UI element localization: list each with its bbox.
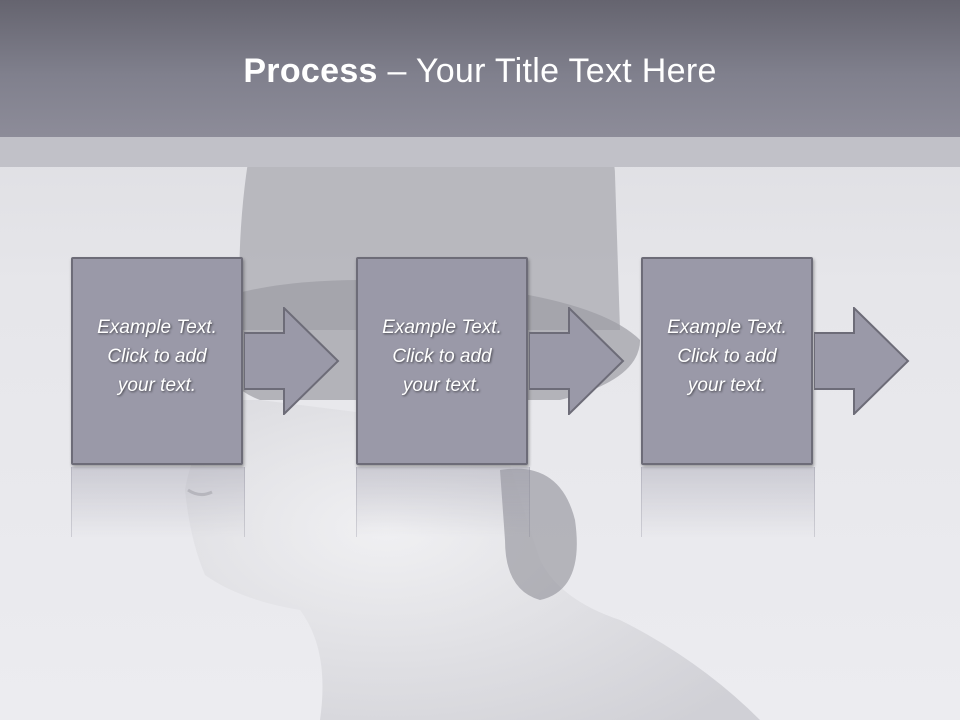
page-title[interactable]: Process – Your Title Text Here (0, 52, 960, 91)
process-step-2-box[interactable]: Example Text. Click to add your text. (356, 257, 528, 465)
process-arrow-1-icon (244, 307, 340, 415)
process-step-3-text[interactable]: Example Text. Click to add your text. (667, 317, 787, 396)
process-arrow-3-icon (814, 307, 910, 415)
process-step-1-text[interactable]: Example Text. Click to add your text. (97, 317, 217, 396)
title-rest-part: – Your Title Text Here (377, 52, 717, 90)
process-step-2-reflection (356, 467, 530, 537)
process-step-3-reflection (641, 467, 815, 537)
process-step-1-reflection (71, 467, 245, 537)
header-bar (0, 0, 960, 137)
title-bold-part: Process (243, 52, 378, 90)
header-band (0, 137, 960, 167)
process-step-1-box[interactable]: Example Text. Click to add your text. (71, 257, 243, 465)
process-arrow-2-icon (529, 307, 625, 415)
process-step-3-box[interactable]: Example Text. Click to add your text. (641, 257, 813, 465)
process-step-2-text[interactable]: Example Text. Click to add your text. (382, 317, 502, 396)
